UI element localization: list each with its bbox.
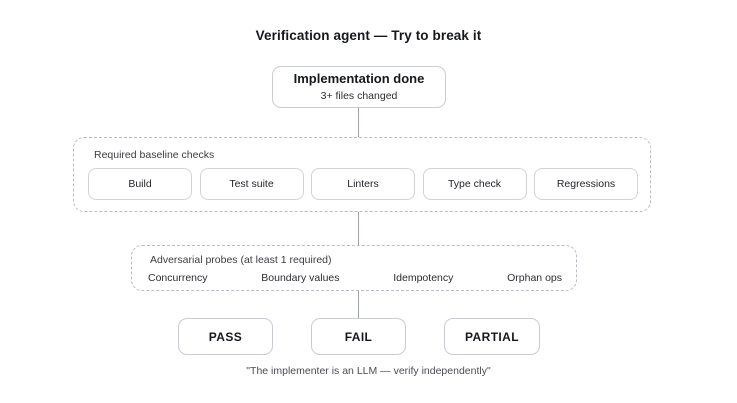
check-pill-test-suite-label: Test suite <box>229 178 274 190</box>
outcome-node-fail[interactable]: FAIL <box>311 318 406 355</box>
check-pill-type-check[interactable]: Type check <box>422 168 527 200</box>
probe-orphan-ops[interactable]: Orphan ops <box>507 272 562 284</box>
probe-boundary-values[interactable]: Boundary values <box>261 272 340 284</box>
page-title: Verification agent — Try to break it <box>255 28 482 43</box>
check-pill-linters[interactable]: Linters <box>311 168 415 200</box>
outcome-node-partial[interactable]: PARTIAL <box>444 318 540 355</box>
node-implementation-done-subtitle: 3+ files changed <box>320 90 398 102</box>
group-baseline-checks-label: Required baseline checks <box>94 149 215 161</box>
group-adversarial-probes-label: Adversarial probes (at least 1 required) <box>150 254 332 266</box>
footer-quote: "The implementer is an LLM — verify inde… <box>246 365 491 377</box>
adversarial-probes-row: Concurrency Boundary values Idempotency … <box>148 269 562 287</box>
group-required-baseline-checks: Required baseline checks Build Test suit… <box>73 137 651 212</box>
check-pill-regressions[interactable]: Regressions <box>534 168 638 200</box>
probe-concurrency[interactable]: Concurrency <box>148 272 208 284</box>
baseline-checks-row: Build Test suite Linters Type check Regr… <box>88 168 638 200</box>
group-adversarial-probes: Adversarial probes (at least 1 required)… <box>131 245 577 291</box>
check-pill-build-label: Build <box>128 178 152 190</box>
connector-probes-to-outcomes <box>358 291 359 318</box>
check-pill-linters-label: Linters <box>347 178 379 190</box>
connector-baseline-to-probes <box>358 212 359 245</box>
check-pill-build[interactable]: Build <box>88 168 192 200</box>
node-implementation-done[interactable]: Implementation done 3+ files changed <box>272 66 446 108</box>
outcome-node-pass[interactable]: PASS <box>178 318 273 355</box>
connector-implementation-to-baseline <box>358 108 359 137</box>
check-pill-regressions-label: Regressions <box>556 178 616 190</box>
node-implementation-done-title: Implementation done <box>293 71 425 87</box>
probe-idempotency[interactable]: Idempotency <box>393 272 454 284</box>
check-pill-type-check-label: Type check <box>447 178 502 190</box>
check-pill-test-suite[interactable]: Test suite <box>199 168 304 200</box>
